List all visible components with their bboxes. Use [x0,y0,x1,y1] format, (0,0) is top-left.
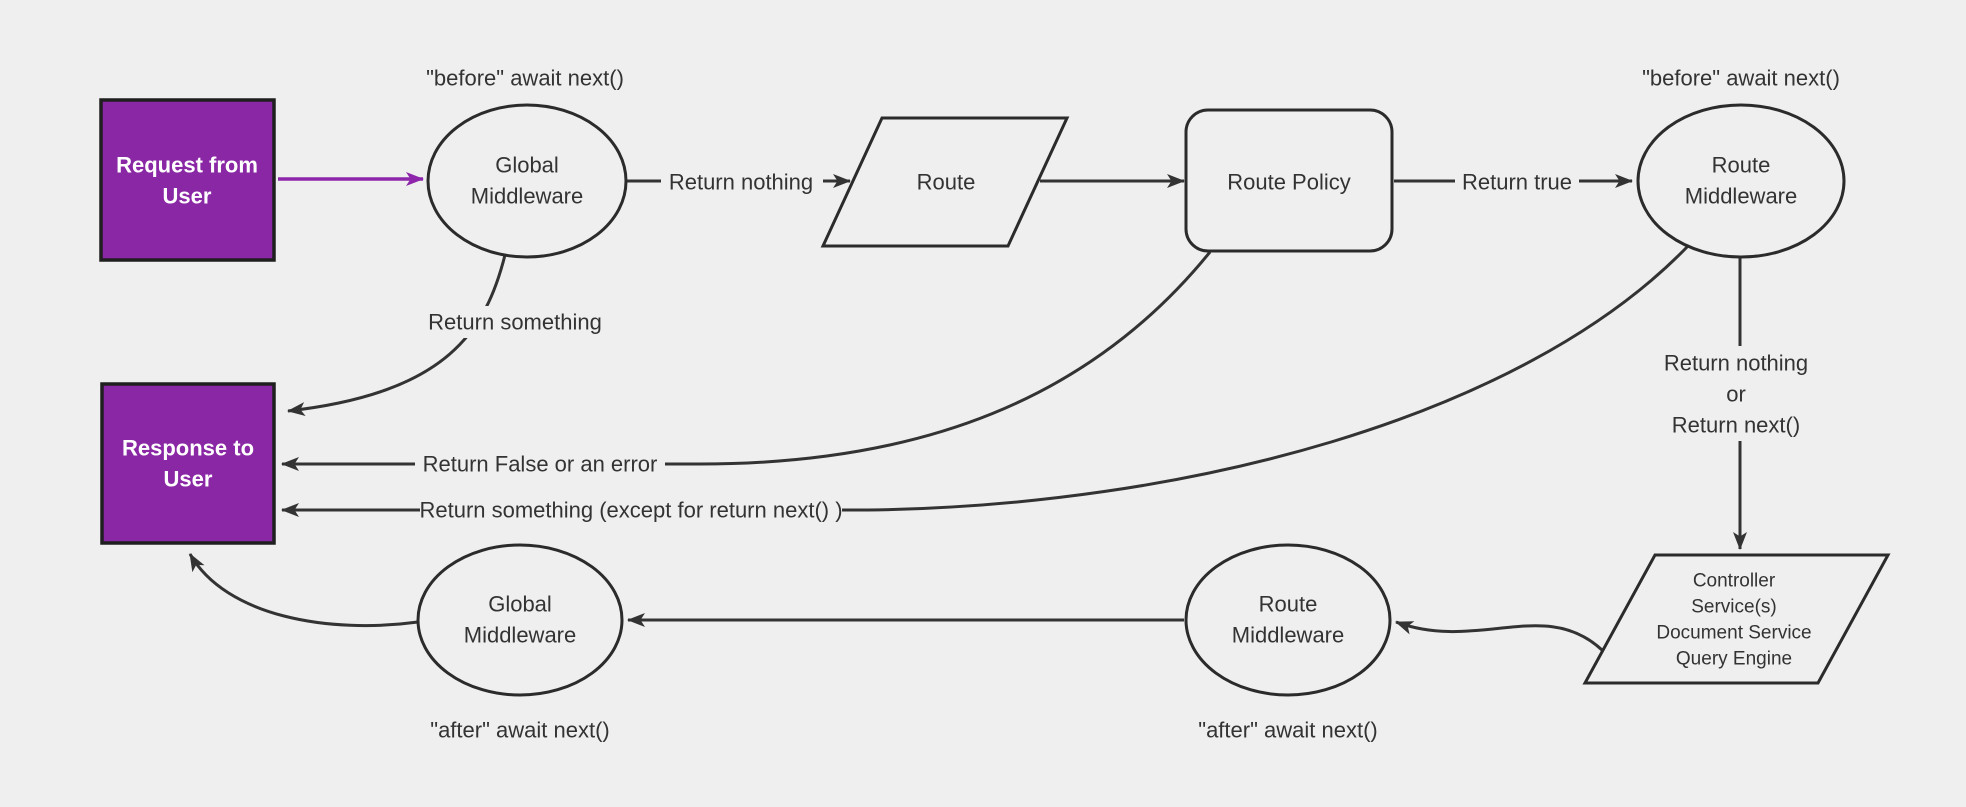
svg-text:Middleware: Middleware [464,623,577,648]
controller-parallelogram [1582,553,1891,685]
label-bg [420,494,842,526]
annotation-before-await-global: "before" await next() [426,66,624,91]
svg-text:Return False or an error: Return False or an error [423,452,658,477]
label-bg [424,306,606,338]
request-box [99,98,276,262]
node-controller-services: Controller Service(s) Document Service Q… [1582,553,1891,685]
svg-text:Middleware: Middleware [1685,184,1798,209]
svg-text:Global: Global [495,153,559,178]
svg-text:Middleware: Middleware [1232,623,1345,648]
annotation-after-await-global: "after" await next() [430,718,609,743]
svg-text:Middleware: Middleware [471,184,584,209]
edge-label-return-true: Return true [1455,165,1579,197]
node-route-policy: Route Policy [1184,108,1394,253]
global-middleware-after-ellipse [416,543,624,697]
node-route-middleware-before: Route Middleware [1636,103,1846,259]
svg-text:or: or [1726,382,1746,407]
svg-text:Return next(): Return next() [1672,413,1800,438]
edge-label-return-nothing-or-next: Return nothing or Return next() [1644,346,1828,441]
svg-text:Return true: Return true [1462,170,1572,195]
route-middleware-after-ellipse [1184,543,1392,697]
edge-label-return-false-or-error: Return False or an error [415,448,665,480]
edge-label-return-something: Return something [424,306,606,338]
svg-text:Return nothing: Return nothing [669,170,813,195]
label-bg [415,448,665,480]
edge-controller-to-route-middleware-after [1395,620,1604,652]
svg-text:Route Policy: Route Policy [1227,170,1351,195]
svg-text:Route: Route [1712,153,1771,178]
edge-global-middleware-after-to-response [188,553,419,628]
svg-text:Request from: Request from [116,153,258,178]
svg-text:Controller: Controller [1693,571,1776,592]
label-bg [1455,165,1579,197]
svg-text:Route: Route [1259,592,1318,617]
label-bg [1644,346,1828,441]
node-route-middleware-after: Route Middleware [1184,543,1392,697]
edge-global-middleware-return-something [287,254,507,417]
svg-text:Response to: Response to [122,436,254,461]
edge-route-policy-return-false [281,251,1212,471]
route-policy-rect [1184,108,1394,253]
edge-route-middleware-return-something [281,244,1690,517]
svg-text:Return nothing: Return nothing [1664,351,1808,376]
response-box [100,382,276,545]
svg-text:User: User [164,467,213,492]
annotation-after-await-route: "after" await next() [1198,718,1377,743]
label-bg [661,165,823,197]
svg-text:Return something: Return something [428,310,602,335]
svg-text:Global: Global [488,592,552,617]
node-global-middleware-after: Global Middleware [416,543,624,697]
node-global-middleware-before: Global Middleware [426,103,628,259]
node-route: Route [820,116,1070,248]
route-middleware-ellipse [1636,103,1846,259]
svg-text:Route: Route [917,170,976,195]
edge-label-return-nothing: Return nothing [661,165,823,197]
global-middleware-ellipse [426,103,628,259]
edge-label-return-something-except: Return something (except for return next… [419,494,843,526]
svg-text:Return something (except for r: Return something (except for return next… [419,498,842,523]
svg-text:Service(s): Service(s) [1691,597,1777,618]
node-request-from-user: Request from User [99,98,276,262]
svg-text:Query Engine: Query Engine [1676,649,1792,670]
node-response-to-user: Response to User [100,382,276,545]
svg-text:User: User [163,184,212,209]
annotation-before-await-route: "before" await next() [1642,66,1840,91]
route-parallelogram [820,116,1070,248]
svg-text:Document Service: Document Service [1656,623,1811,644]
